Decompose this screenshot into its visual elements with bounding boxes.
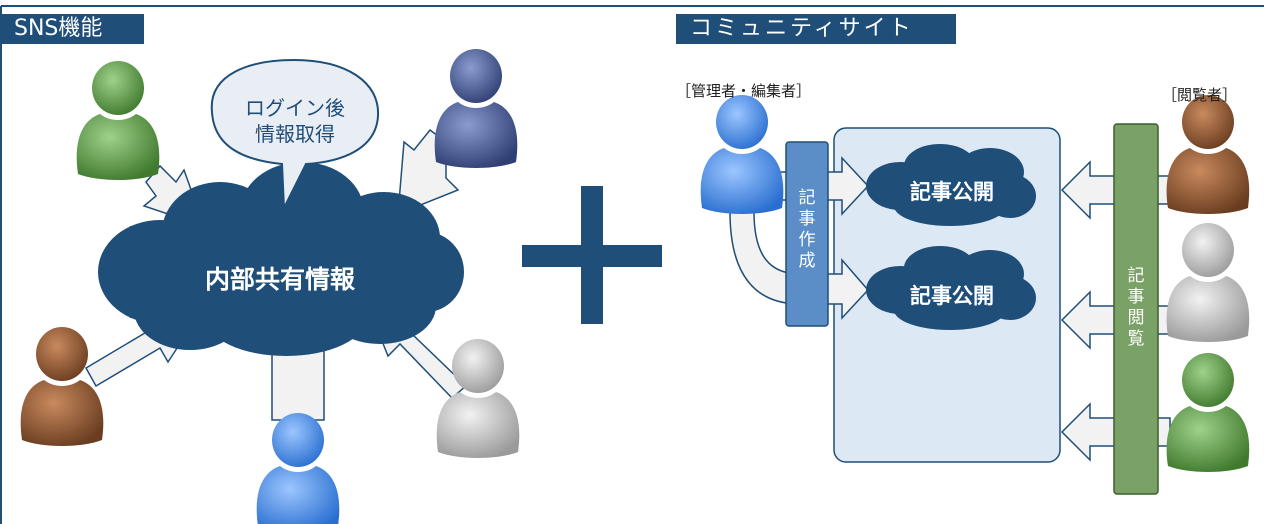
view-bar-label: 記事閲覧 bbox=[1127, 266, 1145, 349]
publish-cloud-2 bbox=[866, 246, 1036, 330]
sns-panel-title: SNS機能 bbox=[0, 14, 144, 44]
create-bar bbox=[785, 141, 829, 327]
panel-frame bbox=[0, 5, 1264, 524]
editor-label: ［管理者・編集者］ bbox=[676, 82, 812, 100]
viewer-green-icon bbox=[1166, 353, 1250, 472]
user-navy-icon bbox=[434, 49, 518, 168]
user-green-icon bbox=[76, 61, 160, 180]
publish-arrow-2 bbox=[729, 211, 870, 320]
plus-icon bbox=[522, 186, 662, 324]
shared-info-cloud bbox=[98, 162, 464, 356]
viewer-label: ［閲覧者］ bbox=[1162, 86, 1238, 104]
viewer-brown-icon bbox=[1166, 95, 1250, 214]
publish-label-2: 記事公開 bbox=[910, 284, 994, 308]
user-blue-icon bbox=[256, 413, 340, 524]
bubble-text-line2: 情報取得 bbox=[255, 122, 335, 146]
publish-label-1: 記事公開 bbox=[910, 180, 994, 204]
bubble-text-line1: ログイン後 bbox=[245, 96, 345, 120]
user-brown-icon bbox=[20, 327, 104, 446]
editor-user-icon bbox=[700, 95, 784, 214]
cloud-label: 内部共有情報 bbox=[204, 265, 355, 294]
community-panel-title: コミュニティサイト bbox=[676, 14, 956, 44]
user-gray-icon bbox=[436, 339, 520, 458]
viewer-gray-icon bbox=[1166, 223, 1250, 342]
speech-bubble bbox=[210, 58, 380, 212]
publish-cloud-1 bbox=[866, 144, 1036, 226]
view-bar bbox=[1113, 123, 1159, 495]
create-bar-label: 記事作成 bbox=[798, 188, 816, 271]
